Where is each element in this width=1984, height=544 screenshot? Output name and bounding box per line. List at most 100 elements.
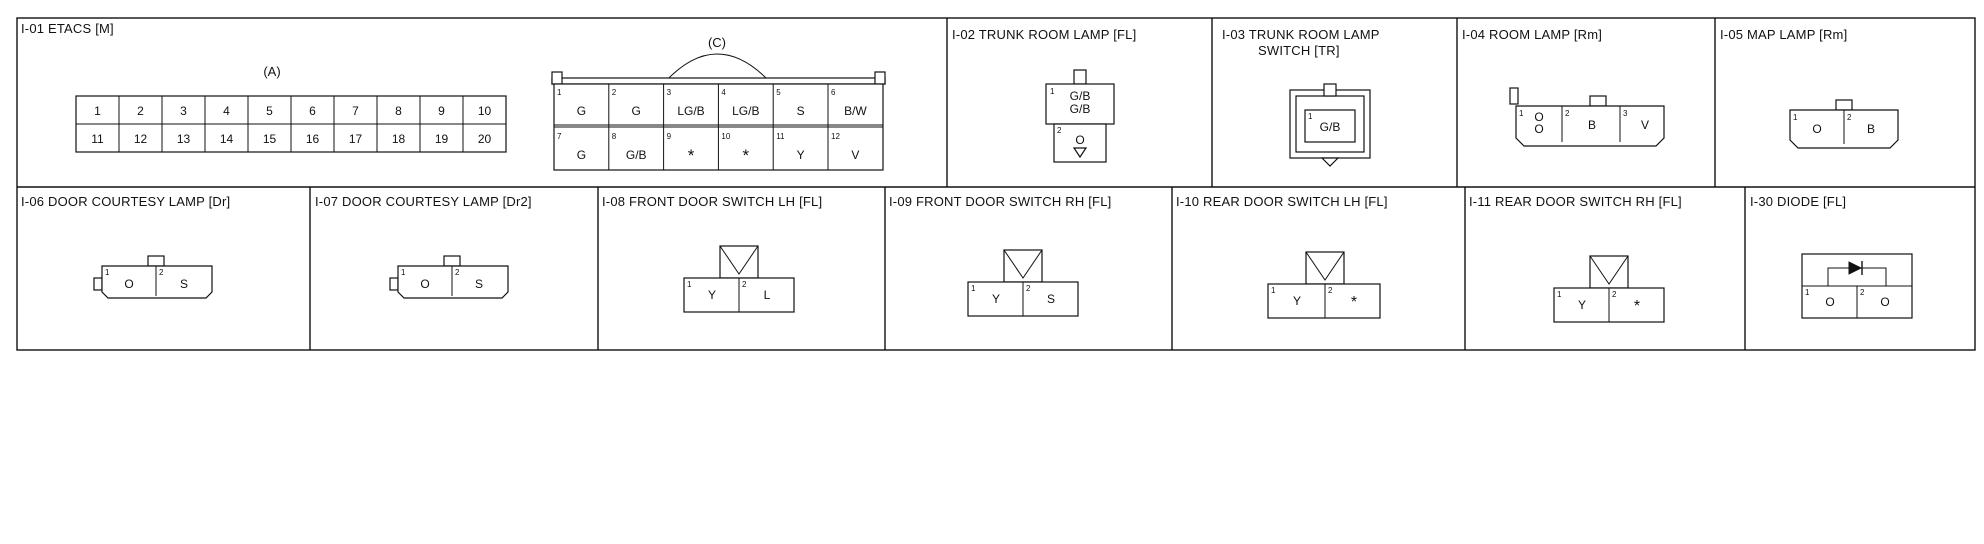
- pin-number: 3: [667, 88, 672, 97]
- pin-number: 1: [401, 268, 406, 277]
- pin-wire: LG/B: [677, 104, 704, 118]
- pin-cavity: 13: [177, 132, 191, 146]
- outer-border: [16, 17, 1976, 351]
- pin-cavity: 1: [94, 104, 101, 118]
- key-triangle-icon: [1072, 147, 1088, 159]
- pin-wire: B: [1588, 118, 1596, 132]
- connector-i01-label-a: (A): [263, 64, 280, 79]
- pin-wire: G: [577, 148, 586, 162]
- pin-number: 2: [1847, 113, 1852, 122]
- pin-cavity: 14: [220, 132, 234, 146]
- pin-cavity: 9: [438, 104, 445, 118]
- connector-i04-title: I-04 ROOM LAMP [Rm]: [1462, 27, 1602, 42]
- pin-cavity: 11: [91, 132, 104, 146]
- pin-wire: S: [475, 277, 483, 291]
- pin-cavity: 5: [266, 104, 273, 118]
- pin-wire: B: [1867, 122, 1875, 136]
- pin-number: 1: [1271, 286, 1276, 295]
- connector-i08-title: I-08 FRONT DOOR SWITCH LH [FL]: [602, 194, 822, 209]
- pin-wire: Y: [1293, 294, 1301, 308]
- pin-wire: Y: [797, 148, 805, 162]
- pin-number: 8: [612, 132, 617, 141]
- pin-wire: S: [180, 277, 188, 291]
- connector-i02-title: I-02 TRUNK ROOM LAMP [FL]: [952, 27, 1136, 42]
- pin-wire: O: [1534, 122, 1543, 136]
- pin-wire: *: [688, 146, 695, 165]
- connector-i05-title: I-05 MAP LAMP [Rm]: [1720, 27, 1847, 42]
- pin-wire: G/B: [626, 148, 647, 162]
- connector-i07-title: I-07 DOOR COURTESY LAMP [Dr2]: [315, 194, 532, 209]
- pin-number: 2: [455, 268, 460, 277]
- pin-wire: S: [797, 104, 805, 118]
- connector-i03-title2: SWITCH [TR]: [1258, 43, 1340, 58]
- pin-cavity: 18: [392, 132, 406, 146]
- connector-i09: I-09 FRONT DOOR SWITCH RH [FL] 1 Y 2 S: [889, 194, 1111, 317]
- pin-wire: *: [1351, 294, 1357, 311]
- connector-i01-title: I-01 ETACS [M]: [21, 21, 114, 36]
- pin-wire: LG/B: [732, 104, 759, 118]
- pin-wire: O: [1534, 110, 1543, 124]
- pin-number: 11: [776, 132, 785, 141]
- diode-icon: [1827, 261, 1887, 286]
- pin-number: 2: [1565, 109, 1570, 118]
- pin-number: 2: [612, 88, 617, 97]
- connector-i11-title: I-11 REAR DOOR SWITCH RH [FL]: [1469, 194, 1682, 209]
- pin-number: 1: [971, 284, 976, 293]
- connector-i01-c-arc: [664, 53, 771, 83]
- pin-wire: L: [764, 288, 771, 302]
- connector-i10-title: I-10 REAR DOOR SWITCH LH [FL]: [1176, 194, 1388, 209]
- pin-wire: Y: [992, 292, 1000, 306]
- pin-wire: B/W: [844, 104, 867, 118]
- pin-wire: O: [420, 277, 429, 291]
- connector-i30-title: I-30 DIODE [FL]: [1750, 194, 1846, 209]
- pin-number: 1: [105, 268, 110, 277]
- pin-number: 1: [1308, 112, 1313, 121]
- pin-number: 7: [557, 132, 562, 141]
- pin-wire: G/B: [1070, 102, 1091, 116]
- pin-wire: G/B: [1320, 120, 1341, 134]
- pin-cavity: 4: [223, 104, 230, 118]
- connector-i01-label-c: (C): [708, 35, 726, 50]
- pin-cavity: 2: [137, 104, 144, 118]
- pin-cavity: 16: [306, 132, 320, 146]
- connector-i03-title: I-03 TRUNK ROOM LAMP: [1222, 27, 1380, 42]
- pin-number: 2: [1860, 288, 1865, 297]
- pin-wire: O: [1880, 295, 1889, 309]
- pin-number: 2: [1057, 126, 1062, 135]
- grid-lines: [16, 17, 1976, 351]
- pin-number: 1: [1050, 87, 1055, 96]
- pin-wire: Y: [1578, 298, 1586, 312]
- key-triangle-icon: [1320, 157, 1340, 167]
- connector-i05: I-05 MAP LAMP [Rm] 1 O 2 B: [1720, 27, 1899, 149]
- pin-cavity: 3: [180, 104, 187, 118]
- pin-wire: *: [1634, 298, 1640, 315]
- pin-wire: G/B: [1070, 89, 1091, 103]
- pin-cavity: 20: [478, 132, 492, 146]
- pin-number: 12: [831, 132, 840, 141]
- pin-number: 1: [1793, 113, 1798, 122]
- connector-i09-title: I-09 FRONT DOOR SWITCH RH [FL]: [889, 194, 1111, 209]
- pin-wire: V: [851, 148, 859, 162]
- pin-wire: O: [1825, 295, 1834, 309]
- pin-number: 10: [721, 132, 730, 141]
- pin-number: 1: [687, 280, 692, 289]
- pin-number: 9: [667, 132, 672, 141]
- pin-number: 1: [1805, 288, 1810, 297]
- connector-i11: I-11 REAR DOOR SWITCH RH [FL] 1 Y 2 *: [1469, 194, 1682, 323]
- pin-number: 4: [721, 88, 726, 97]
- connector-i07: I-07 DOOR COURTESY LAMP [Dr2] 1 O 2 S: [315, 194, 532, 299]
- pin-cavity: 6: [309, 104, 316, 118]
- pin-number: 2: [1328, 286, 1333, 295]
- pin-cavity: 17: [349, 132, 363, 146]
- pin-number: 1: [1519, 109, 1524, 118]
- pin-wire: O: [1075, 133, 1084, 147]
- pin-number: 2: [742, 280, 747, 289]
- pin-cavity: 19: [435, 132, 449, 146]
- pin-wire: O: [1812, 122, 1821, 136]
- connector-i10: I-10 REAR DOOR SWITCH LH [FL] 1 Y 2 *: [1176, 194, 1388, 319]
- connector-i02: I-02 TRUNK ROOM LAMP [FL] 1 G/B G/B 2 O: [952, 27, 1136, 163]
